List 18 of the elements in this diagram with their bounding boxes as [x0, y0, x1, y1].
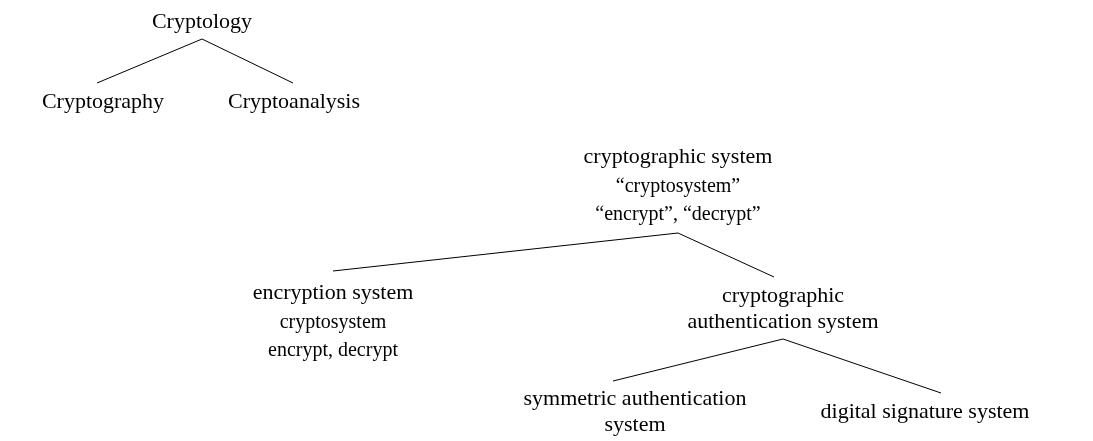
node-label: “cryptosystem” — [615, 173, 741, 197]
node-label: Cryptology — [151, 8, 253, 34]
tree-line — [612, 338, 784, 382]
node-label: digital signature system — [820, 398, 1030, 424]
node-label: Cryptoanalysis — [228, 88, 360, 114]
tree-line — [782, 338, 942, 394]
node-label: cryptographic authentication system — [686, 282, 880, 334]
node-label: cryptosystem — [279, 309, 387, 333]
node-label: cryptographic system — [583, 143, 773, 169]
tree-line — [96, 38, 203, 84]
node-label: Cryptography — [41, 88, 165, 114]
node-label: encrypt, decrypt — [268, 337, 398, 361]
tree-line — [677, 232, 775, 278]
node-label: symmetric authentication system — [522, 385, 748, 437]
tree-line — [201, 38, 294, 84]
tree-line — [332, 232, 679, 272]
node-label: encryption system — [252, 279, 414, 305]
node-label: “encrypt”, “decrypt” — [595, 201, 761, 225]
